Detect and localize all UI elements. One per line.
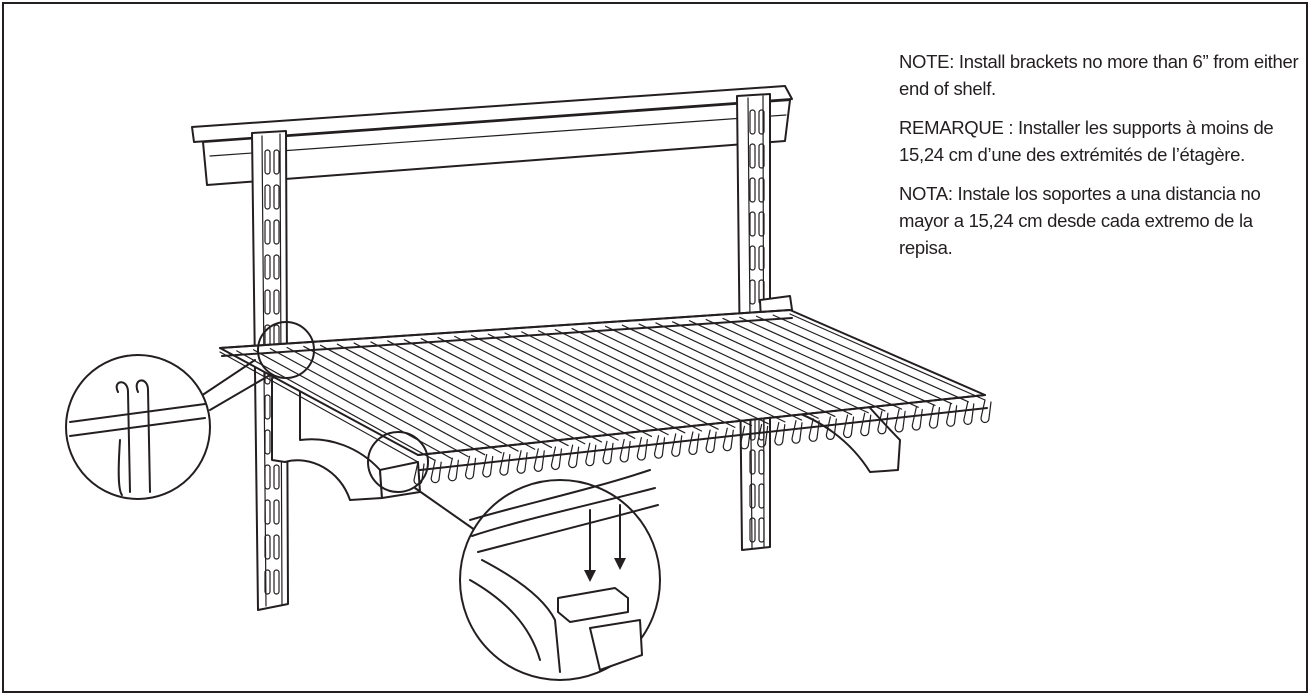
note-french: REMARQUE : Installer les supports à moin… xyxy=(899,117,1274,165)
note-english: NOTE: Install brackets no more than 6” f… xyxy=(899,51,1299,99)
clip-detail-circle-small xyxy=(257,321,315,379)
wire-shelf xyxy=(219,309,992,486)
bracket-detail-circle-small xyxy=(367,431,429,493)
installation-notes: NOTE: Install brackets no more than 6” f… xyxy=(899,48,1299,273)
clip-zoom-detail xyxy=(65,354,271,500)
note-spanish: NOTA: Instale los soportes a una distanc… xyxy=(899,183,1261,258)
top-rail xyxy=(191,85,793,186)
bracket-zoom-detail xyxy=(414,469,661,681)
